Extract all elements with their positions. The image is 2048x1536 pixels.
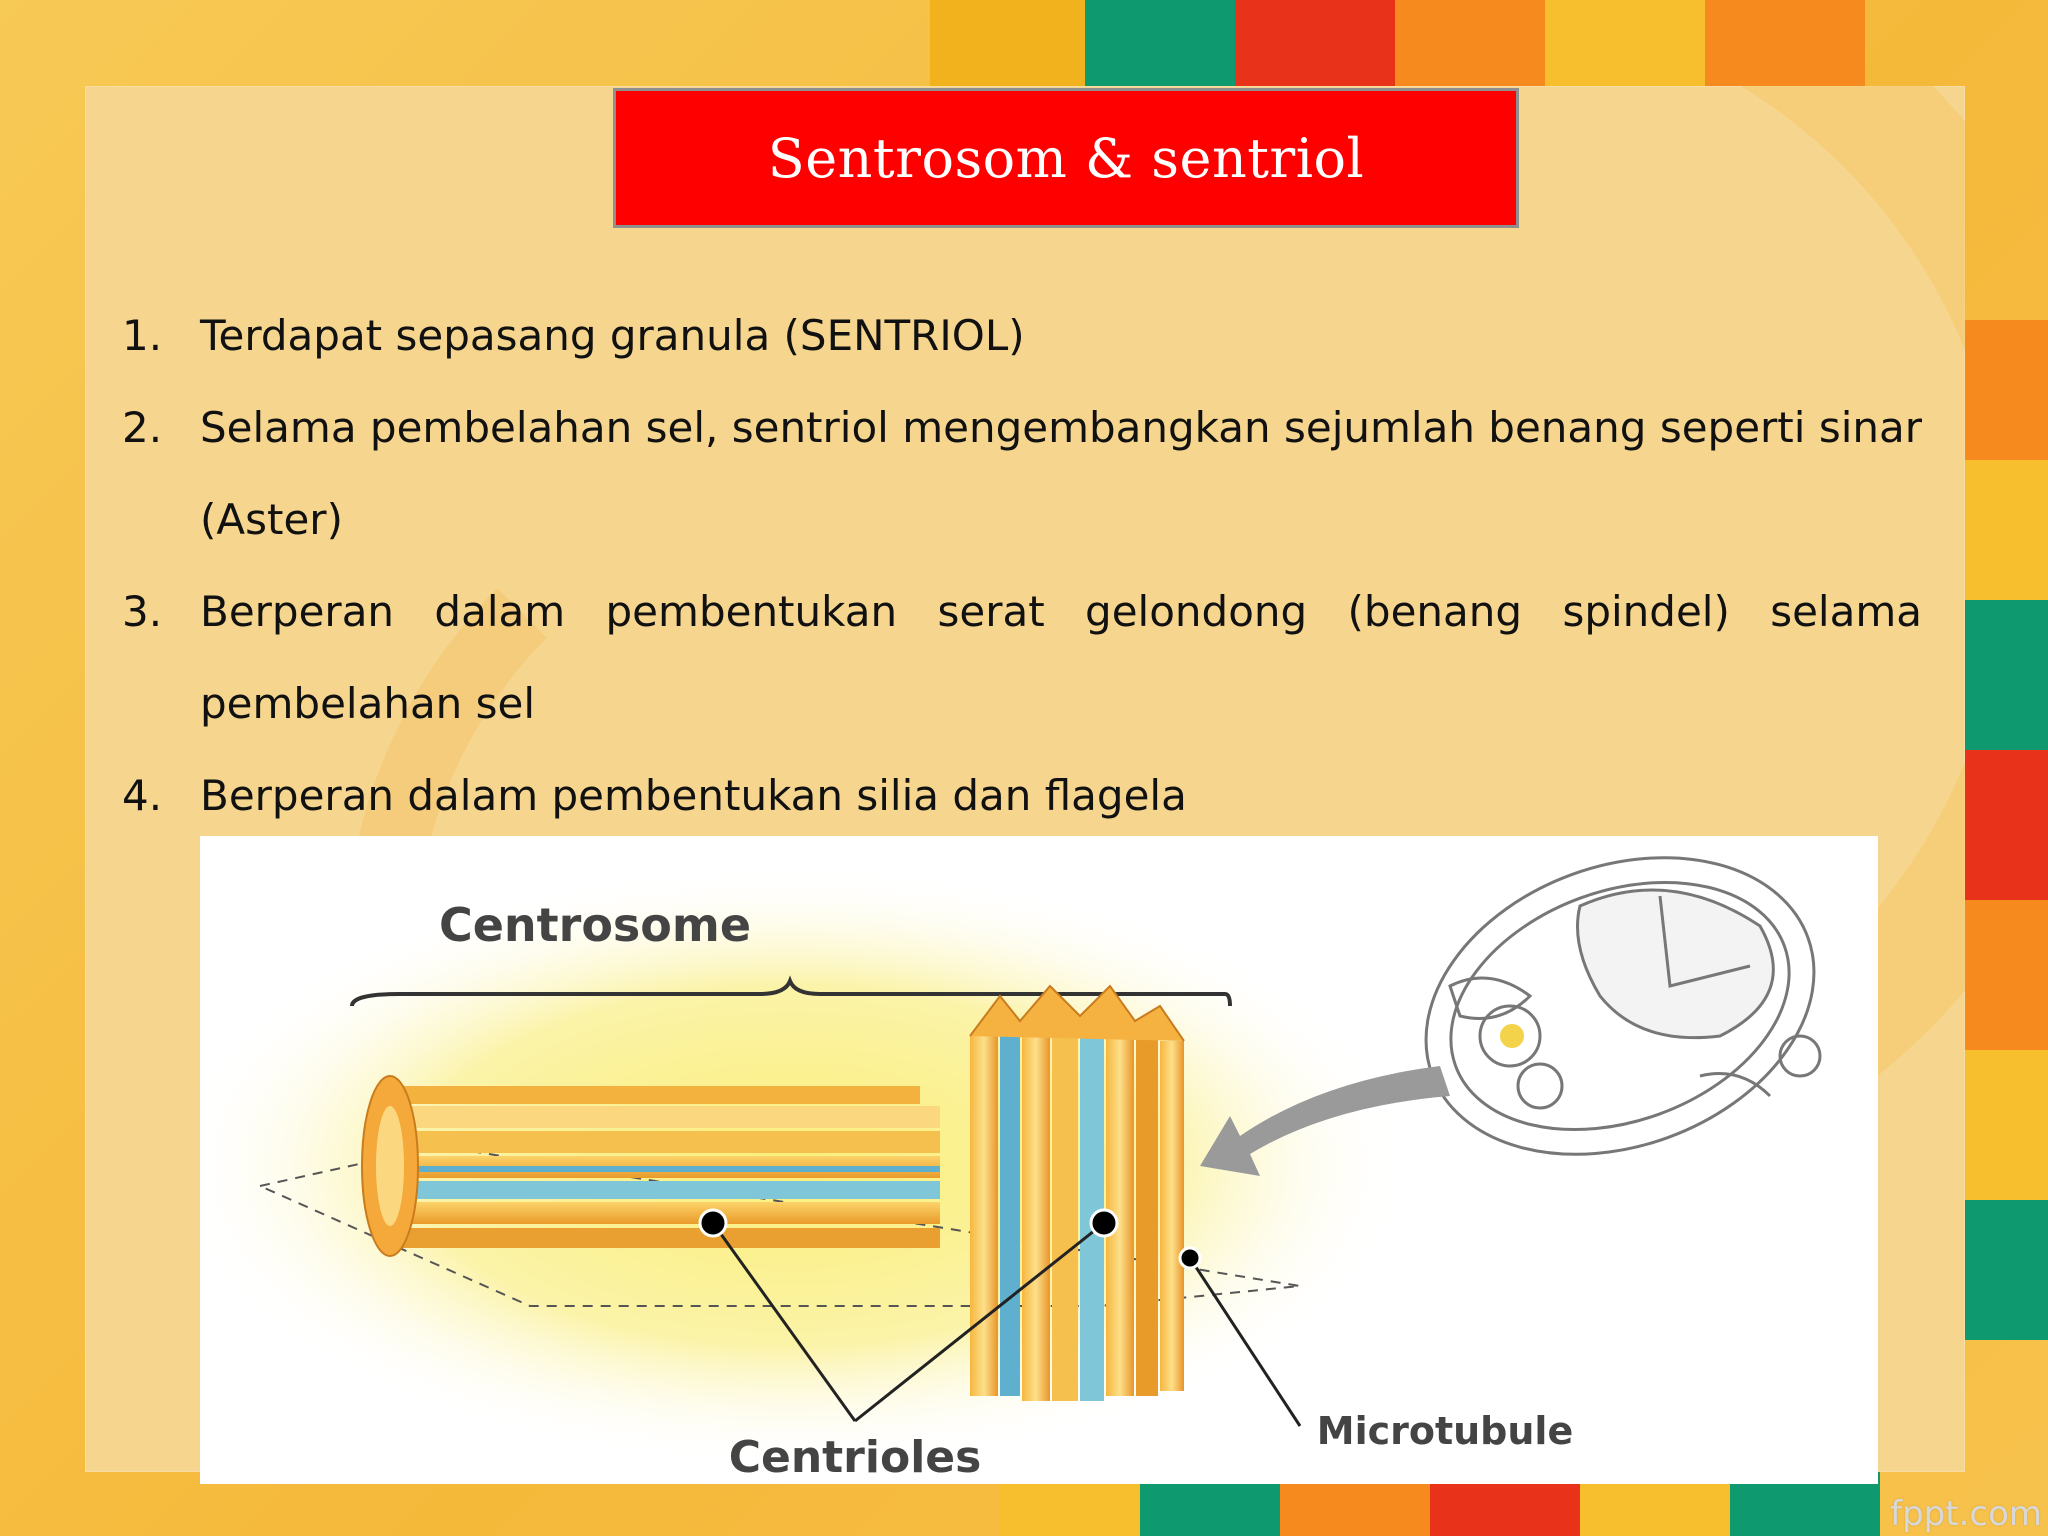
centrosome-highlight	[1500, 1024, 1524, 1048]
centrosome-diagram: Centrosome Centrioles Microtubule	[200, 836, 1878, 1484]
microtubule-label: Microtubule	[1317, 1409, 1573, 1453]
list-item: 4. Berperan dalam pembentukan silia dan …	[122, 750, 1922, 842]
watermark: fppt.com	[1890, 1494, 2042, 1534]
list-item-text: Berperan dalam pembentukan serat gelondo…	[200, 587, 1922, 728]
centrioles-label: Centrioles	[729, 1432, 982, 1483]
slide-title: Sentrosom & sentriol	[767, 126, 1365, 190]
centrosome-brace	[350, 975, 1232, 1007]
bullet-list: 1. Terdapat sepasang granula (SENTRIOL) …	[122, 290, 1922, 842]
list-item: 2. Selama pembelahan sel, sentriol menge…	[122, 382, 1922, 566]
microtubule-marker-dot	[1178, 1246, 1202, 1270]
centrosome-illustration: Centrosome Centrioles Microtubule	[200, 856, 1822, 1483]
list-item: 3. Berperan dalam pembentukan serat gelo…	[122, 566, 1922, 750]
list-item-text: Terdapat sepasang granula (SENTRIOL)	[200, 311, 1025, 360]
pointer-arrow	[1200, 1066, 1450, 1176]
slide-title-box: Sentrosom & sentriol	[613, 88, 1519, 228]
list-item: 1. Terdapat sepasang granula (SENTRIOL)	[122, 290, 1922, 382]
list-item-number: 3.	[122, 587, 163, 636]
label-callouts	[711, 1221, 1302, 1427]
list-item-number: 2.	[122, 403, 163, 452]
centrosome-label: Centrosome	[439, 898, 751, 952]
horizontal-centriole	[361, 1075, 940, 1257]
centriole-marker-dot	[1089, 1208, 1119, 1238]
list-item-text: Selama pembelahan sel, sentriol mengemba…	[200, 403, 1922, 544]
vertical-centriole	[969, 984, 1185, 1401]
animal-cell-sketch	[1424, 856, 1822, 1156]
centriole-marker-dot	[698, 1208, 728, 1238]
list-item-text: Berperan dalam pembentukan silia dan fla…	[200, 771, 1187, 820]
list-item-number: 4.	[122, 771, 163, 820]
list-item-number: 1.	[122, 311, 163, 360]
